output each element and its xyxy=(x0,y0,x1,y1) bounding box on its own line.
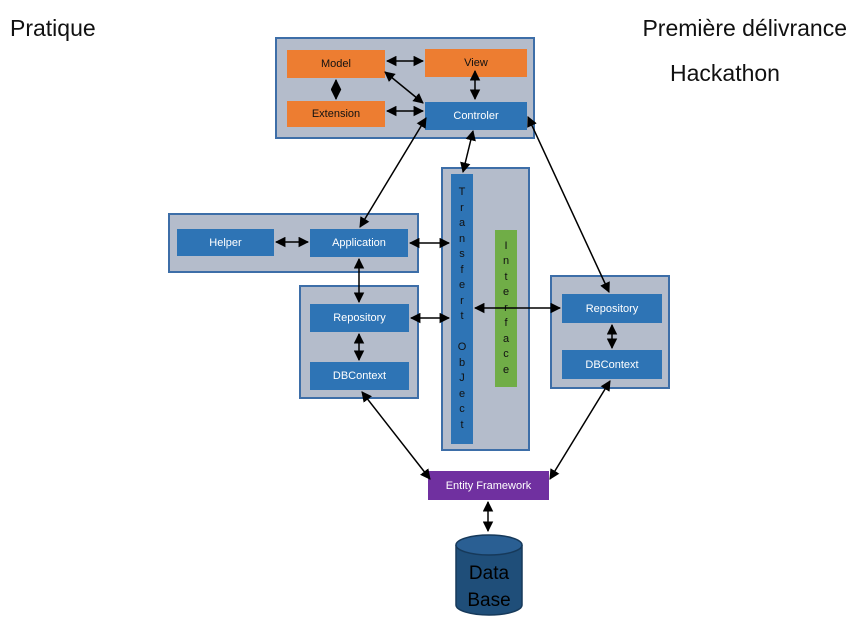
helper-box: Helper xyxy=(177,229,274,256)
vertical-letter: a xyxy=(458,217,466,229)
vertical-letter: f xyxy=(460,263,464,276)
vertical-letter: I xyxy=(504,239,508,252)
vertical-letter: b xyxy=(458,356,466,369)
database-cylinder xyxy=(455,534,523,616)
vertical-letter: T xyxy=(458,186,466,198)
vertical-letter: c xyxy=(459,403,465,415)
database-label: Data Base xyxy=(456,560,522,614)
entity-framework-box: Entity Framework xyxy=(428,471,549,500)
vertical-letter: O xyxy=(457,341,467,353)
dbcontext-right-box: DBContext xyxy=(562,350,662,379)
header-right-subtitle: Hackathon xyxy=(670,60,780,86)
vertical-letter: J xyxy=(459,372,465,384)
dbcontext-left-box: DBContext xyxy=(310,362,409,390)
vertical-letter: t xyxy=(504,270,508,283)
vertical-letter: c xyxy=(503,348,509,361)
vertical-letter: f xyxy=(504,317,508,330)
vertical-letter: e xyxy=(502,286,510,299)
vertical-letter: r xyxy=(460,294,464,307)
vertical-letter: t xyxy=(460,418,464,431)
vertical-letter: n xyxy=(458,232,466,245)
model-box: Model xyxy=(287,50,385,78)
vertical-letter: r xyxy=(460,201,464,214)
vertical-letter: e xyxy=(458,279,466,291)
header-right-title: Première délivrance xyxy=(642,15,847,41)
vertical-letter: t xyxy=(460,310,464,322)
database-label-line1: Data xyxy=(468,563,510,584)
database-label-line2: Base xyxy=(467,590,511,611)
header-left-title: Pratique xyxy=(10,15,96,41)
repository-left-box: Repository xyxy=(310,304,409,332)
vertical-letter: s xyxy=(459,248,465,260)
transfert-object-box xyxy=(451,174,473,444)
vertical-letter: a xyxy=(502,332,510,345)
repository-right-box: Repository xyxy=(562,294,662,323)
controler-box: Controler xyxy=(425,102,527,130)
vertical-letter: e xyxy=(458,387,466,400)
vertical-letter: e xyxy=(502,363,510,376)
application-box: Application xyxy=(310,229,408,257)
vertical-letter: n xyxy=(502,255,510,268)
